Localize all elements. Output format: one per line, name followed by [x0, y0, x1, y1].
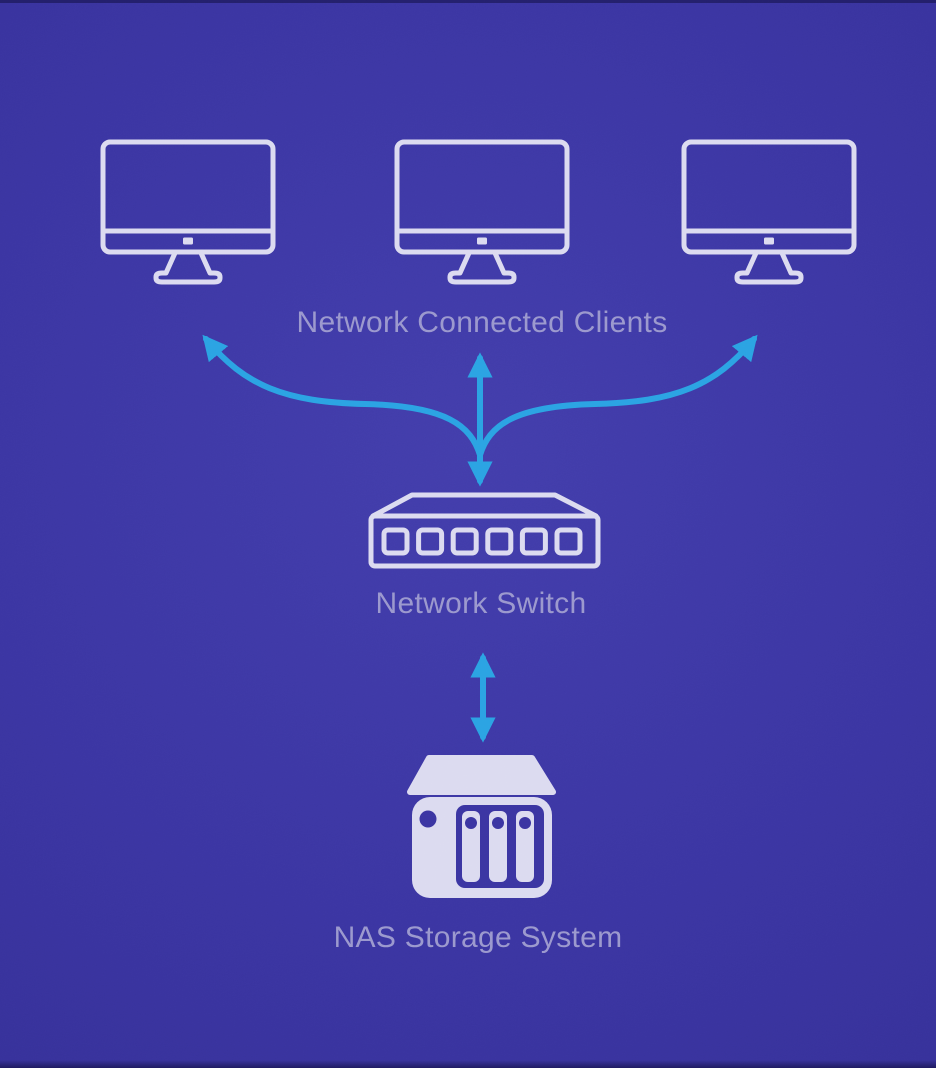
bottom-edge-shadow: [0, 1060, 936, 1068]
client-monitor-icon: [394, 139, 570, 289]
switch-to-clients-arrows: [202, 334, 758, 487]
switch-label: Network Switch: [375, 587, 587, 620]
top-edge-shadow: [0, 0, 936, 3]
nas-label: NAS Storage System: [333, 921, 623, 954]
client-monitor-icon: [681, 139, 857, 289]
nas-storage-icon: [407, 755, 556, 898]
switch-to-nas-arrow: [470, 652, 496, 743]
client-monitor-icon: [100, 139, 276, 289]
network-switch-icon: [368, 492, 601, 569]
